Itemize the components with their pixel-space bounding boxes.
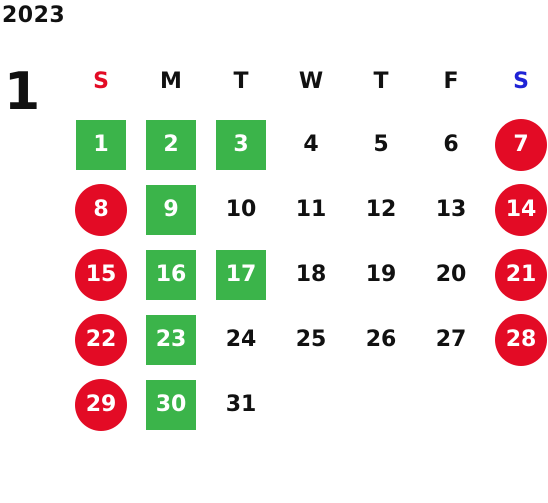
day-cell: 18 (276, 242, 346, 307)
day-number: 28 (495, 313, 547, 366)
day-cell: 3 (206, 112, 276, 177)
day-number: 31 (225, 392, 257, 417)
day-number: 24 (225, 327, 257, 352)
day-number: 10 (225, 197, 257, 222)
day-cell: 31 (206, 372, 276, 437)
day-cell: 25 (276, 307, 346, 372)
day-number: 6 (443, 132, 459, 157)
day-cell: 17 (206, 242, 276, 307)
day-number: 22 (75, 313, 127, 366)
day-cell: 9 (136, 177, 206, 242)
day-cell: 11 (276, 177, 346, 242)
day-cell: 15 (66, 242, 136, 307)
day-cell: 12 (346, 177, 416, 242)
day-number: 27 (435, 327, 467, 352)
weekday-header-wed: W (298, 68, 324, 94)
day-number: 21 (495, 248, 547, 301)
day-number: 19 (365, 262, 397, 287)
day-cell: 14 (486, 177, 548, 242)
day-cell: 2 (136, 112, 206, 177)
calendar-grid: S M T W T F S 1 2 3 4 5 6 7 8 9 10 11 12… (66, 50, 548, 437)
day-number: 20 (435, 262, 467, 287)
day-cell: 10 (206, 177, 276, 242)
day-number: 14 (495, 183, 547, 236)
day-cell: 4 (276, 112, 346, 177)
day-number: 2 (146, 119, 196, 170)
day-number: 9 (146, 184, 196, 235)
day-number: 30 (146, 379, 196, 430)
day-cell: 20 (416, 242, 486, 307)
day-number: 12 (365, 197, 397, 222)
month-number: 1 (4, 62, 41, 122)
day-number: 26 (365, 327, 397, 352)
day-cell: 30 (136, 372, 206, 437)
day-number: 4 (303, 132, 319, 157)
day-cell: 22 (66, 307, 136, 372)
day-number: 15 (75, 248, 127, 301)
weekday-header-tue: T (233, 68, 249, 94)
day-number: 23 (146, 314, 196, 365)
day-number: 3 (216, 119, 266, 170)
day-cell: 19 (346, 242, 416, 307)
day-number: 5 (373, 132, 389, 157)
day-cell: 5 (346, 112, 416, 177)
day-cell: 21 (486, 242, 548, 307)
day-number: 7 (495, 118, 547, 171)
day-number: 18 (295, 262, 327, 287)
day-cell: 1 (66, 112, 136, 177)
weekday-header-thu: T (373, 68, 389, 94)
day-number: 1 (76, 119, 126, 170)
day-cell: 16 (136, 242, 206, 307)
weekday-header-mon: M (160, 68, 182, 94)
day-cell: 26 (346, 307, 416, 372)
weekday-header-sun: S (93, 68, 109, 94)
weekday-header-sat: S (513, 68, 529, 94)
day-number: 11 (295, 197, 327, 222)
weekday-header-fri: F (443, 68, 459, 94)
day-number: 17 (216, 249, 266, 300)
day-cell: 27 (416, 307, 486, 372)
day-number: 13 (435, 197, 467, 222)
day-number: 29 (75, 378, 127, 431)
day-cell: 29 (66, 372, 136, 437)
day-cell: 8 (66, 177, 136, 242)
day-number: 16 (146, 249, 196, 300)
day-cell: 24 (206, 307, 276, 372)
day-cell: 7 (486, 112, 548, 177)
day-cell: 13 (416, 177, 486, 242)
day-cell: 28 (486, 307, 548, 372)
day-number: 8 (75, 183, 127, 236)
day-number: 25 (295, 327, 327, 352)
year-label: 2023 (2, 3, 66, 28)
day-cell: 23 (136, 307, 206, 372)
day-cell: 6 (416, 112, 486, 177)
